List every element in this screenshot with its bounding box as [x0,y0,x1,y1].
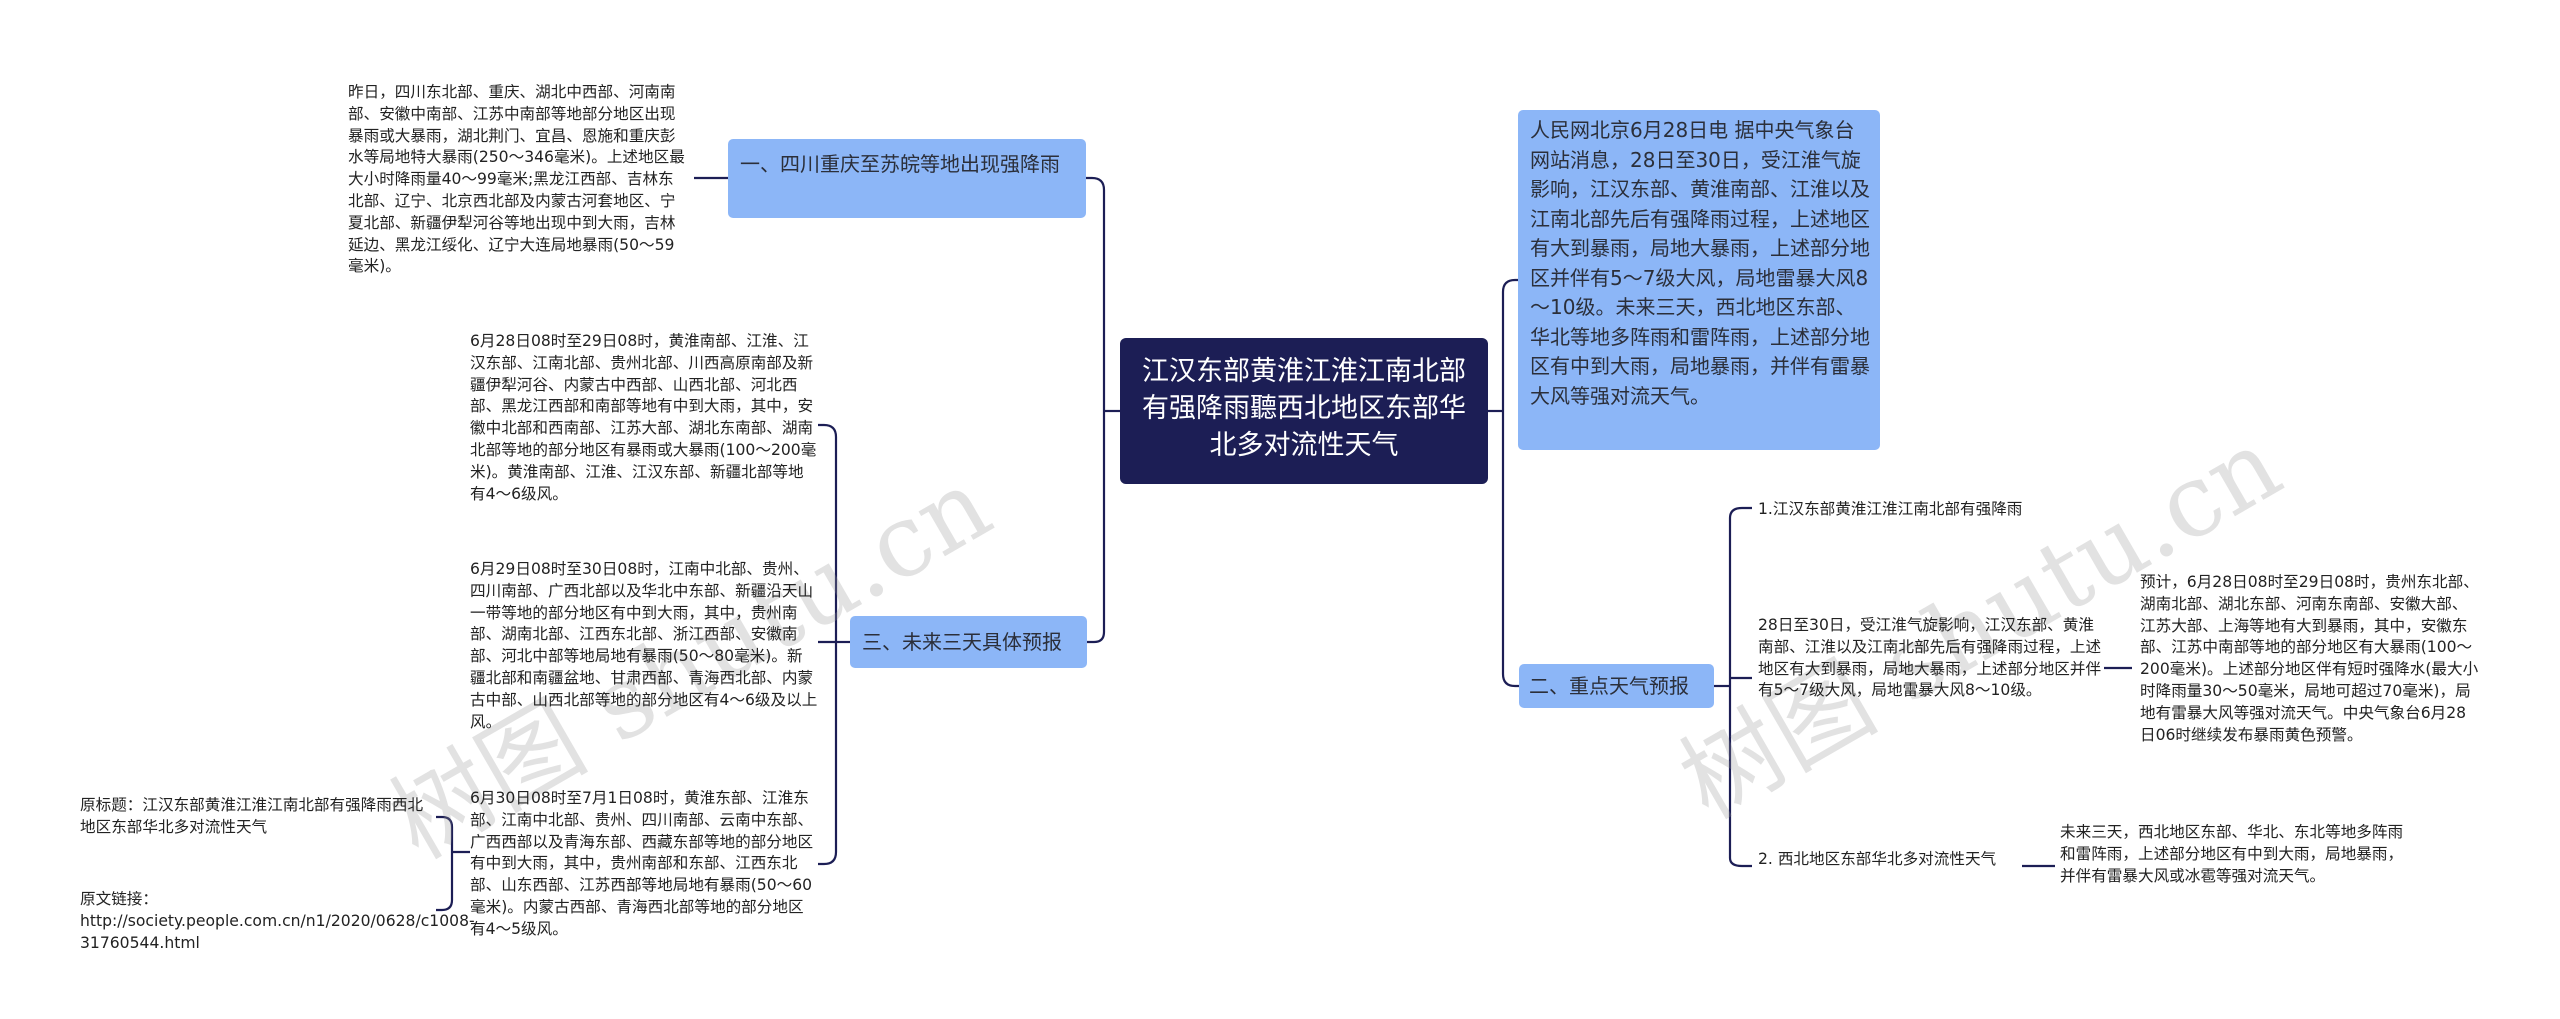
sub-1-summary[interactable]: 28日至30日，受江淮气旋影响，江汉东部、黄淮南部、江淮以及江南北部先后有强降雨… [1758,616,2102,700]
sub-1-title[interactable]: 1.江汉东部黄淮江淮江南北部有强降雨 [1758,500,2023,518]
forecast-day-2[interactable]: 6月29日08时至30日08时，江南中北部、贵州、四川南部、广西北部以及华北中东… [470,560,818,731]
forecast-day-1[interactable]: 6月28日08时至29日08时，黄淮南部、江淮、江汉东部、江南北部、贵州北部、川… [470,332,817,503]
intro-summary[interactable]: 人民网北京6月28日电 据中央气象台网站消息，28日至30日，受江淮气旋影响，江… [1518,110,1880,450]
forecast-day-3[interactable]: 6月30日08时至7月1日08时，黄淮东部、江淮东部、江南中北部、贵州、四川南部… [470,789,814,938]
branch-3-three-day-forecast[interactable]: 三、未来三天具体预报 [850,616,1087,668]
root-topic[interactable]: 江汉东部黄淮江淮江南北部有强降雨聽西北地区东部华北多对流性天气 [1120,338,1488,484]
sub-1-detail[interactable]: 预计，6月28日08时至29日08时，贵州东北部、湖南北部、湖北东部、河南东南部… [2140,573,2479,744]
source-link[interactable]: 原文链接：http://society.people.com.cn/n1/202… [80,890,475,952]
branch-1-sichuan-chongqing[interactable]: 一、四川重庆至苏皖等地出现强降雨 [728,139,1086,218]
sub-2-title[interactable]: 2. 西北地区东部华北多对流性天气 [1758,850,1997,868]
sub-2-detail[interactable]: 未来三天，西北地区东部、华北、东北等地多阵雨和雷阵雨，上述部分地区有中到大雨，局… [2060,823,2404,885]
branch-2-key-weather[interactable]: 二、重点天气预报 [1519,664,1714,708]
branch-1-detail[interactable]: 昨日，四川东北部、重庆、湖北中西部、河南南部、安徽中南部、江苏中南部等地部分地区… [348,83,685,276]
source-title[interactable]: 原标题：江汉东部黄淮江淮江南北部有强降雨西北地区东部华北多对流性天气 [80,796,424,836]
